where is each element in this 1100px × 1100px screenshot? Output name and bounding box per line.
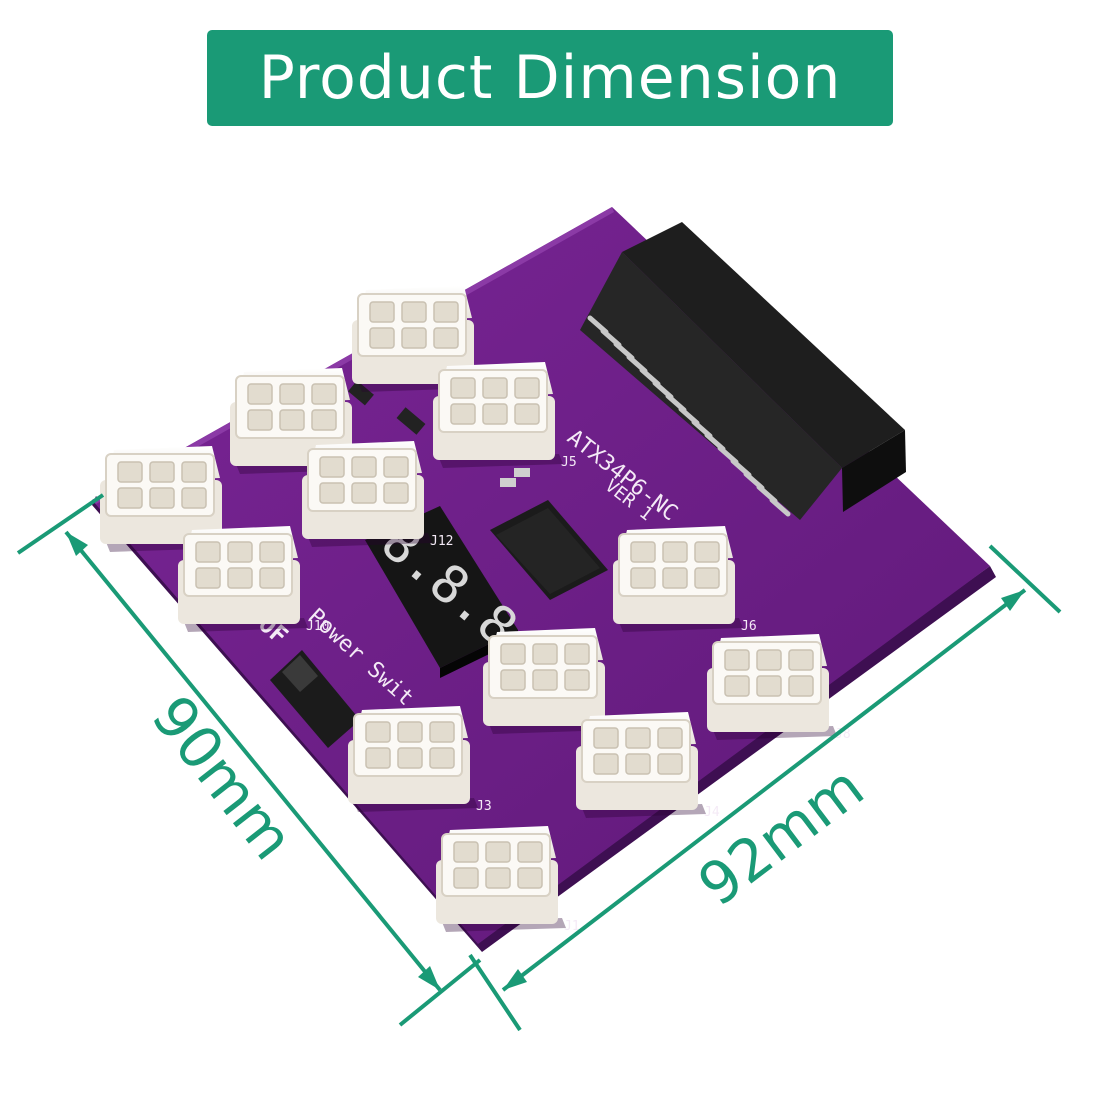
dimension-arrowheads bbox=[66, 532, 1025, 990]
pcie-6pin-connector: J4 bbox=[576, 712, 720, 820]
connector-label: J3 bbox=[476, 799, 492, 814]
pcie-6pin-connector: J12 bbox=[302, 441, 453, 549]
right-extension-right bbox=[988, 544, 1062, 614]
left-extension-top bbox=[16, 493, 105, 555]
dimension-lines bbox=[16, 493, 1062, 1032]
title-text: Product Dimension bbox=[258, 43, 842, 113]
connector-label: J1 bbox=[564, 919, 580, 934]
pcie-6pin-connector: J6 bbox=[613, 526, 757, 634]
power-switch bbox=[270, 650, 360, 748]
right-arrow-left bbox=[503, 969, 527, 990]
left-arrow-bottom bbox=[418, 966, 440, 990]
connector-label: J10 bbox=[306, 619, 329, 634]
connector-pins bbox=[587, 315, 791, 517]
pcie-6pin-connector: J2 bbox=[352, 286, 496, 394]
pcie-6pin-connector: J10 bbox=[178, 526, 329, 634]
pcie-connectors: J9J10J11J12J2J5J6J7J8J3J4J1 bbox=[100, 286, 851, 934]
pcie-6pin-connector: J7 bbox=[483, 628, 627, 736]
right-extension-left bbox=[468, 953, 522, 1032]
left-dimension-line bbox=[64, 530, 442, 992]
atx-edge-connector bbox=[580, 222, 906, 520]
pcie-6pin-connector: J8 bbox=[707, 634, 851, 742]
title-banner: Product Dimension bbox=[207, 30, 893, 126]
pcie-6pin-connector: J3 bbox=[348, 706, 492, 814]
left-arrow-top bbox=[66, 532, 88, 556]
connector-label: J12 bbox=[430, 534, 453, 549]
connector-label: J6 bbox=[741, 619, 757, 634]
connector-label: J5 bbox=[561, 455, 577, 470]
right-dimension-line bbox=[501, 588, 1027, 992]
smd-components bbox=[348, 380, 530, 487]
left-extension-bottom bbox=[398, 958, 482, 1027]
connector-label: J4 bbox=[704, 805, 720, 820]
pcie-6pin-connector: J1 bbox=[436, 826, 580, 934]
right-arrow-right bbox=[1001, 590, 1025, 611]
ic-chip bbox=[490, 500, 608, 600]
pcie-6pin-connector: J5 bbox=[433, 362, 577, 470]
